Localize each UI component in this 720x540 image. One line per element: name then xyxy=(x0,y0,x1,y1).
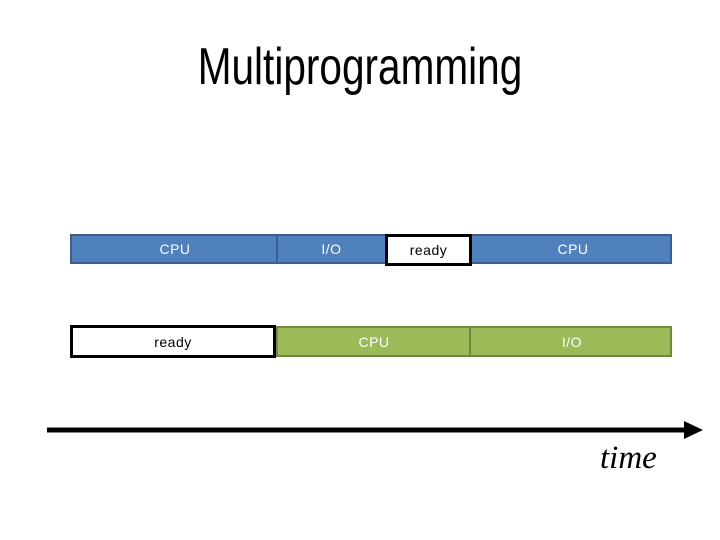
process2-segment-io: I/O xyxy=(561,333,583,350)
process2-segment-divider xyxy=(469,328,471,355)
time-arrow-icon xyxy=(47,421,703,439)
process1-segment-ready: ready xyxy=(385,234,472,266)
time-axis-label: time xyxy=(600,440,657,476)
slide-title: Multiprogramming xyxy=(197,38,523,96)
process2-segment-ready: ready xyxy=(70,325,276,358)
process1-segment-io: I/O xyxy=(321,241,342,257)
process2-bar: CPU I/O xyxy=(276,326,672,357)
process1-segment-divider xyxy=(276,236,278,262)
process2-segment-cpu: CPU xyxy=(358,333,390,350)
process1-segment-cpu-1: CPU xyxy=(159,241,191,257)
process1-bar: CPU I/O ready CPU xyxy=(70,234,672,266)
process1-segment-cpu-2: CPU xyxy=(557,241,589,257)
